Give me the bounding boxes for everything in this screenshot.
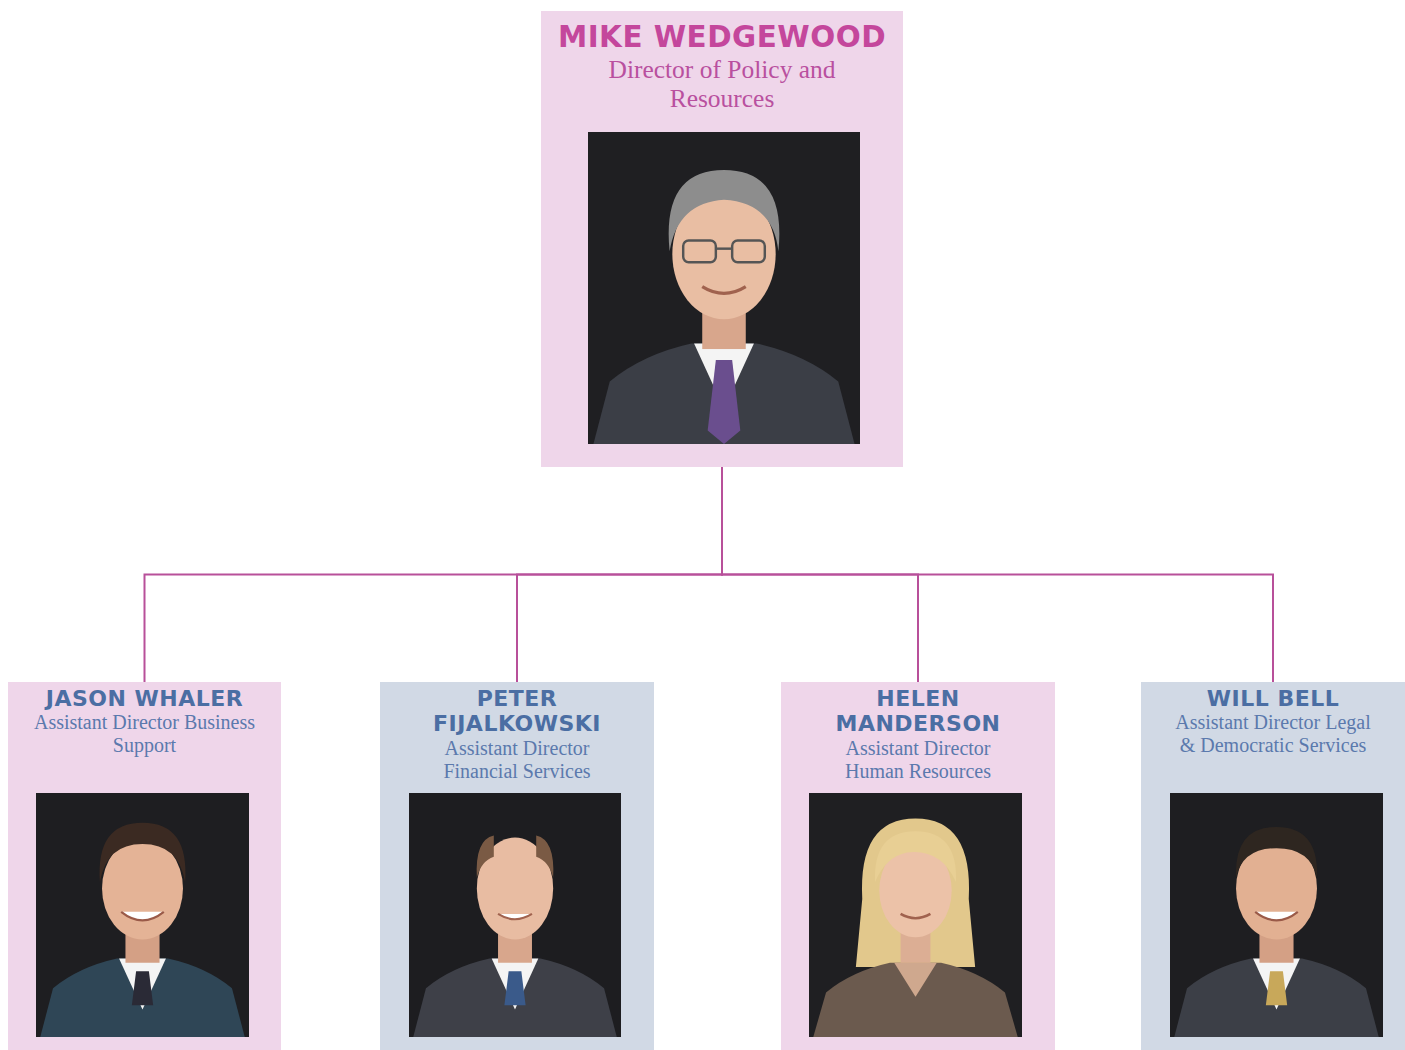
person-name: PETER FIJALKOWSKI <box>422 686 612 737</box>
staff-box: WILL BELLAssistant Director Legal & Demo… <box>1141 682 1405 1050</box>
job-title: Assistant Director Legal & Democratic Se… <box>1173 711 1373 757</box>
portrait-photo <box>809 793 1022 1037</box>
org-connector <box>722 467 918 682</box>
portrait-photo <box>588 132 860 444</box>
person-name: JASON WHALER <box>34 686 256 711</box>
org-connector <box>145 467 723 682</box>
staff-box: PETER FIJALKOWSKIAssistant Director Fina… <box>380 682 654 1050</box>
person-name: WILL BELL <box>1173 686 1373 711</box>
person-name: MIKE WEDGEWOOD <box>557 21 887 55</box>
job-title: Director of Policy and Resources <box>557 55 887 114</box>
staff-box: HELEN MANDERSONAssistant Director Human … <box>781 682 1055 1050</box>
job-title: Assistant Director Human Resources <box>823 737 1013 783</box>
portrait-photo <box>1170 793 1383 1037</box>
staff-box: JASON WHALERAssistant Director Business … <box>8 682 281 1050</box>
person-name: HELEN MANDERSON <box>823 686 1013 737</box>
org-connector <box>722 467 1273 682</box>
staff-box: MIKE WEDGEWOODDirector of Policy and Res… <box>541 11 903 467</box>
org-connector <box>517 467 722 682</box>
portrait-photo <box>409 793 621 1037</box>
job-title: Assistant Director Financial Services <box>422 737 612 783</box>
portrait-photo <box>36 793 249 1037</box>
job-title: Assistant Director Business Support <box>34 711 256 757</box>
